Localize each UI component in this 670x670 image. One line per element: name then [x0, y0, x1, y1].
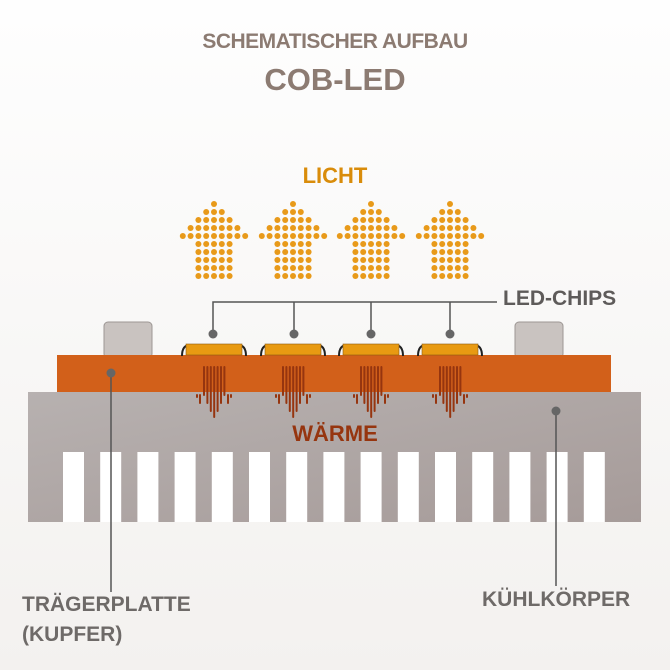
carrier-plate-label: TRÄGERPLATTE (KUPFER) [22, 590, 191, 650]
heat-stripes [275, 366, 311, 418]
fin-slot [63, 452, 84, 522]
fin-slot [435, 452, 456, 522]
contact-pad-right [514, 321, 564, 359]
fin-slot [546, 452, 568, 522]
heat-stripes [353, 366, 389, 418]
label-leaders [110, 373, 557, 592]
fin-slot [509, 452, 531, 522]
fin-slot [286, 452, 308, 522]
heat-sink-dot [551, 406, 561, 416]
fin-slot [472, 452, 494, 522]
light-arrow [336, 201, 406, 279]
fin-slot [360, 452, 382, 522]
light-arrow [415, 201, 485, 279]
light-arrow [179, 201, 249, 279]
heat-sink-fins [63, 452, 605, 522]
carrier-plate-dot [106, 368, 116, 378]
leader-dots [208, 329, 455, 339]
fin-slot [323, 452, 345, 522]
fin-slot [211, 452, 233, 522]
led-chips [181, 343, 483, 357]
carrier-plate-name: TRÄGERPLATTE [22, 593, 191, 616]
led-chip [181, 343, 247, 357]
heat-stripes [432, 366, 468, 418]
light-arrows [179, 201, 485, 279]
light-label: LICHT [302, 163, 368, 188]
fin-slot [397, 452, 419, 522]
contact-pad-left [103, 321, 153, 359]
fin-slot [249, 452, 270, 522]
heat-label: WÄRME [292, 421, 378, 446]
carrier-plate-material: (KUPFER) [22, 623, 123, 646]
led-chips-label: LED-CHIPS [503, 287, 617, 310]
title-line2: COB-LED [264, 62, 406, 97]
heat-sink-label: KÜHLKÖRPER [482, 588, 631, 611]
led-chip [338, 343, 404, 357]
light-arrow [258, 201, 328, 279]
led-chip [417, 343, 483, 357]
fin-slot [174, 452, 196, 522]
led-chips-leader [212, 301, 497, 334]
carrier-plate-copper [57, 355, 611, 392]
heat-stripes [196, 366, 232, 418]
title-line1: SCHEMATISCHER AUFBAU [202, 30, 468, 53]
fin-slot [583, 452, 605, 522]
led-chip [260, 343, 326, 357]
heat-flow [196, 366, 468, 418]
fin-slot [137, 452, 159, 522]
